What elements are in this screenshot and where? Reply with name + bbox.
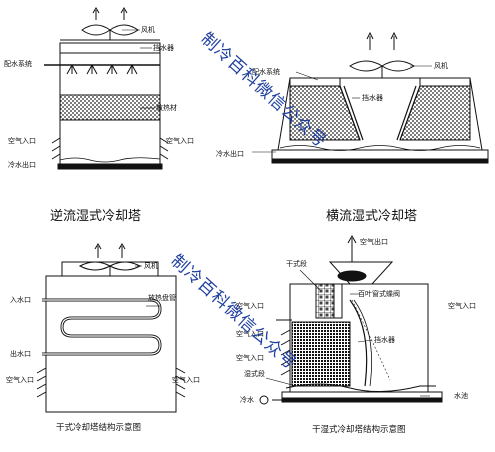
dry-leaders xyxy=(135,265,160,307)
counterflow-label-fan: 风机 xyxy=(141,25,155,34)
dry-label-air-inlet-left: 空气入口 xyxy=(6,375,34,384)
counterflow-label-water-distribution: 配水系统 xyxy=(4,59,32,68)
crossflow-label-drift-eliminator: 挡水器 xyxy=(362,93,383,102)
dry-tower xyxy=(36,243,186,413)
counterflow-leaders xyxy=(122,29,155,109)
counterflow-label-air-inlet-left: 空气入口 xyxy=(8,136,36,145)
hybrid-tower xyxy=(259,234,443,405)
watermark-bottom: 制冷百科微信公众号 xyxy=(167,251,301,374)
dry-label-water-inlet: 入水口 xyxy=(10,295,31,304)
dry-label-heat-coil: 放热盘管 xyxy=(148,293,176,302)
dry-label-water-outlet: 出水口 xyxy=(10,349,31,358)
hybrid-label-basin: 水池 xyxy=(454,391,468,400)
spray-nozzles xyxy=(66,64,138,75)
counterflow-label-fill: 散热材 xyxy=(156,103,177,112)
crossflow-tower xyxy=(271,31,489,164)
hybrid-label-louver-damper: 百叶窗式蝶阀 xyxy=(358,289,400,298)
fan-icon xyxy=(337,270,367,282)
hybrid-wet-section xyxy=(291,321,351,387)
dry-label-air-inlet-right: 空气入口 xyxy=(172,375,200,384)
hybrid-label-cold-water: 冷水 xyxy=(240,395,254,404)
hybrid-label-air-inlet-1: 空气入口 xyxy=(236,301,264,310)
dry-caption: 干式冷却塔结构示意图 xyxy=(56,422,141,433)
hybrid-label-hot-air-outlet: 空气出口 xyxy=(360,237,388,246)
hybrid-label-wet-section: 湿式段 xyxy=(244,369,265,378)
counterflow-tower xyxy=(44,7,169,170)
counterflow-label-drift-eliminator: 挡水器 xyxy=(153,43,174,52)
crossflow-caption: 横流湿式冷却塔 xyxy=(326,209,417,224)
hybrid-label-drift-eliminator: 挡水器 xyxy=(374,335,395,344)
counterflow-label-cold-water-outlet: 冷水出口 xyxy=(8,160,36,169)
fill-media xyxy=(59,94,161,121)
hybrid-caption: 干湿式冷却塔结构示意图 xyxy=(312,424,406,435)
hybrid-label-dry-section: 干式段 xyxy=(286,259,307,268)
hybrid-leaders xyxy=(265,269,430,397)
crossflow-leaders xyxy=(252,65,432,153)
hybrid-label-air-inlet-right: 空气入口 xyxy=(448,301,476,310)
hybrid-label-air-inlet-2: 空气入口 xyxy=(236,329,264,338)
counterflow-caption: 逆流湿式冷却塔 xyxy=(50,208,141,224)
crossflow-label-fan: 风机 xyxy=(434,61,448,70)
crossflow-label-water-distribution: 配水系统 xyxy=(252,67,280,76)
counterflow-label-air-inlet-right: 空气入口 xyxy=(166,136,194,145)
dry-label-fan: 风机 xyxy=(144,261,158,270)
hybrid-label-air-inlet-3: 空气入口 xyxy=(236,353,264,362)
crossflow-label-cold-water-outlet: 冷水出口 xyxy=(216,149,244,158)
